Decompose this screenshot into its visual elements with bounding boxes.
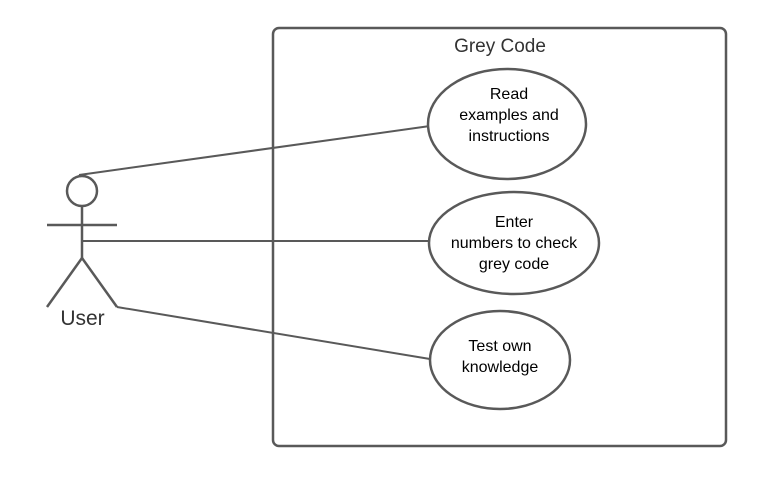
use-case-enter-numbers-label: Enter numbers to check grey code	[429, 212, 599, 275]
association-read-examples	[78, 125, 431, 176]
actor-right-leg	[80, 257, 119, 308]
use-case-text-line: examples and	[459, 107, 559, 124]
use-case-text-line: instructions	[468, 128, 550, 145]
actor-label: User	[60, 307, 105, 330]
actor-head	[65, 174, 99, 208]
use-case-read-examples	[426, 67, 588, 181]
use-case-text-line: grey code	[478, 256, 550, 273]
use-case-text-line: numbers to check	[450, 235, 578, 252]
use-case-text-line: Read	[489, 86, 529, 103]
system-boundary	[271, 26, 728, 448]
use-case-text-line: Enter	[494, 214, 534, 231]
use-case-read-examples-label: Read examples and instructions	[429, 84, 589, 147]
actor-user-figure	[45, 174, 119, 308]
use-case-text-line: Test own	[468, 338, 532, 355]
association-test-knowledge	[116, 306, 431, 360]
use-case-enter-numbers	[427, 190, 601, 296]
actor-left-leg	[45, 257, 84, 308]
use-case-text-line: knowledge	[461, 359, 539, 376]
system-title: Grey Code	[454, 36, 546, 57]
use-case-test-knowledge	[428, 309, 572, 411]
use-case-test-knowledge-label: Test own knowledge	[429, 336, 571, 378]
